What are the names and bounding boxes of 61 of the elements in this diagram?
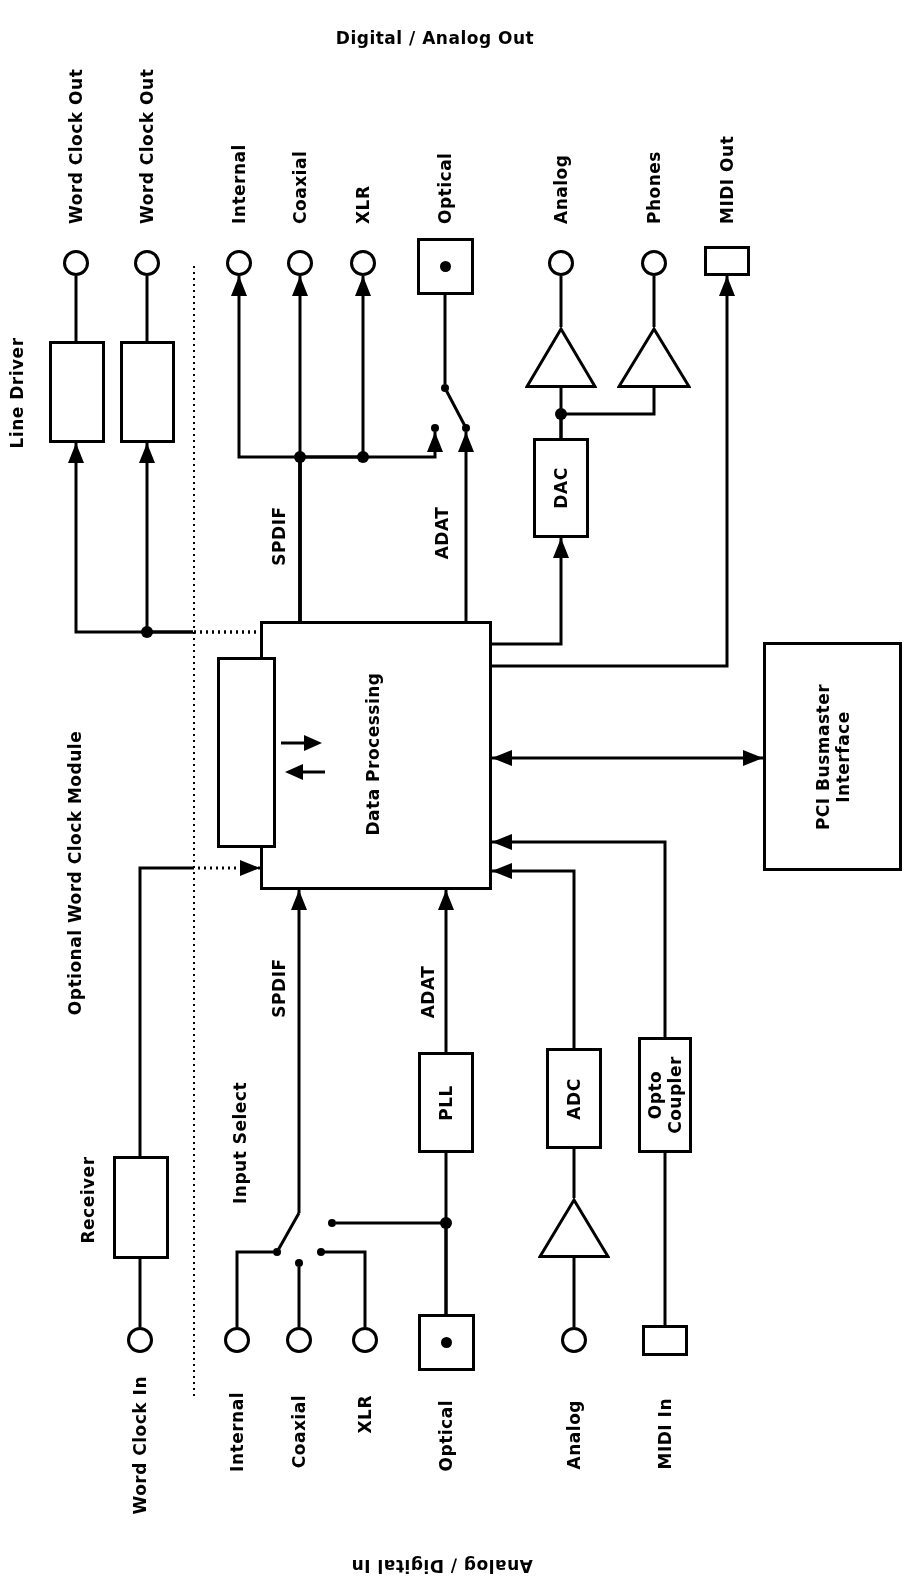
port-label: MIDI Out (717, 135, 737, 224)
port-label: Phones (644, 151, 664, 224)
signal-line (74, 276, 78, 341)
port-label: Optical (436, 1400, 456, 1472)
signal-line (444, 1153, 448, 1314)
signal-line (663, 1153, 667, 1325)
signal-line (145, 276, 149, 341)
port-label: Internal (229, 144, 249, 224)
port-label: Coaxial (289, 1395, 309, 1469)
block-label: Opto Coupler (645, 1055, 685, 1136)
block-box (638, 1037, 692, 1153)
arrow (492, 863, 576, 1048)
arrow (298, 432, 443, 621)
port-label: Internal (227, 1392, 247, 1472)
arrow (492, 750, 763, 766)
block-box (418, 1052, 474, 1153)
arrow (492, 538, 569, 646)
arrow (492, 276, 735, 668)
port-label: Word Clock In (130, 1376, 150, 1515)
signal-line (559, 388, 656, 438)
signal-line (235, 1250, 273, 1327)
block-caption: Receiver (78, 1156, 98, 1244)
block-box (763, 642, 902, 871)
block-label: PLL (436, 1084, 456, 1121)
arrow (291, 890, 307, 1209)
arrow (492, 834, 667, 1037)
signal-line (138, 1259, 142, 1327)
block-box (113, 1156, 169, 1259)
block-label: Data Processing (363, 672, 383, 836)
section-label: Digital / Analog Out (335, 28, 535, 48)
port-label: XLR (355, 1395, 375, 1434)
section-label: Input Select (230, 1081, 250, 1205)
section-label: Analog / Digital In (351, 1556, 533, 1576)
block-box (217, 657, 276, 848)
port-label: Word Clock Out (137, 68, 157, 224)
section-label: Line Driver (7, 337, 27, 449)
signal-line (572, 1149, 576, 1198)
block-box (533, 438, 589, 538)
port-label: Analog (564, 1400, 584, 1470)
signal-line (572, 1258, 576, 1327)
port-label: MIDI In (655, 1398, 675, 1470)
port-label: Optical (435, 152, 455, 224)
port-label: Word Clock Out (66, 68, 86, 224)
port-label: Coaxial (290, 150, 310, 224)
port-label: XLR (353, 185, 373, 224)
block-box (120, 341, 175, 443)
block-label: PCI Busmaster Interface (812, 682, 853, 832)
block-label: DAC (551, 467, 571, 509)
signal-line (652, 276, 656, 327)
section-label: Optional Word Clock Module (65, 730, 85, 1016)
arrow (138, 860, 260, 1156)
arrow (458, 432, 474, 621)
arrow (438, 890, 454, 1052)
signal-line (559, 276, 563, 327)
block-label: ADC (564, 1077, 584, 1120)
signal-line (297, 1267, 301, 1327)
port-label: Analog (551, 154, 571, 224)
block-box (546, 1048, 602, 1149)
signal-line (336, 1250, 367, 1327)
block-box (49, 341, 105, 443)
signal-line (443, 295, 447, 384)
